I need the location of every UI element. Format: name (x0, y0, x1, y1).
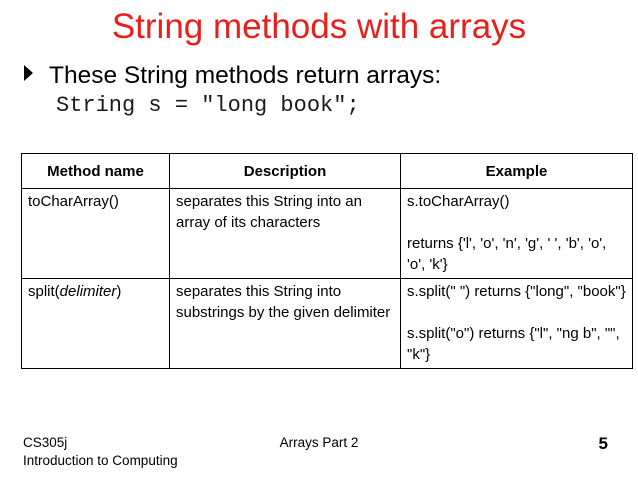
footer-course-code: CS305j (23, 435, 68, 450)
footer-course-name: Introduction to Computing (23, 453, 178, 468)
example-cell: s.split(" ") returns {"long", "book"} s.… (400, 278, 633, 369)
example-line: s.toCharArray() (407, 193, 510, 210)
example-line: s.split("o") returns {"l", "ng b", "", "… (407, 325, 620, 363)
method-cell: split(delimiter) (21, 278, 170, 369)
method-suffix: ) (116, 283, 122, 300)
footer-course: CS305j Introduction to Computing (23, 434, 178, 470)
blank-line (407, 212, 626, 233)
method-cell: toCharArray() (21, 188, 170, 279)
page-number: 5 (598, 434, 608, 453)
slide-title: String methods with arrays (111, 7, 527, 46)
example-cell: s.toCharArray() returns {'l', 'o', 'n', … (400, 188, 633, 279)
triangle-bullet-icon (24, 65, 33, 81)
method-param: delimiter (59, 283, 117, 300)
header-method-name: Method name (21, 153, 170, 189)
method-name: toCharArray() (28, 193, 119, 210)
methods-table: Method name Description Example toCharAr… (21, 153, 633, 369)
method-name: split( (28, 283, 60, 300)
example-line: s.split(" ") returns {"long", "book"} (407, 283, 626, 300)
table-header-row: Method name Description Example (21, 153, 633, 189)
example-line: returns {'l', 'o', 'n', 'g', ' ', 'b', '… (407, 235, 607, 273)
description-cell: separates this String into substrings by… (169, 278, 401, 369)
code-example: String s = "long book"; (56, 93, 360, 118)
header-description: Description (169, 153, 401, 189)
table-row: split(delimiter) separates this String i… (21, 278, 633, 369)
footer-topic: Arrays Part 2 (279, 435, 359, 450)
header-example: Example (400, 153, 633, 189)
table-row: toCharArray() separates this String into… (21, 188, 633, 279)
bullet-item: These String methods return arrays: (24, 58, 441, 94)
description-cell: separates this String into an array of i… (169, 188, 401, 279)
blank-line (407, 302, 626, 323)
bullet-text: These String methods return arrays: (49, 62, 442, 89)
